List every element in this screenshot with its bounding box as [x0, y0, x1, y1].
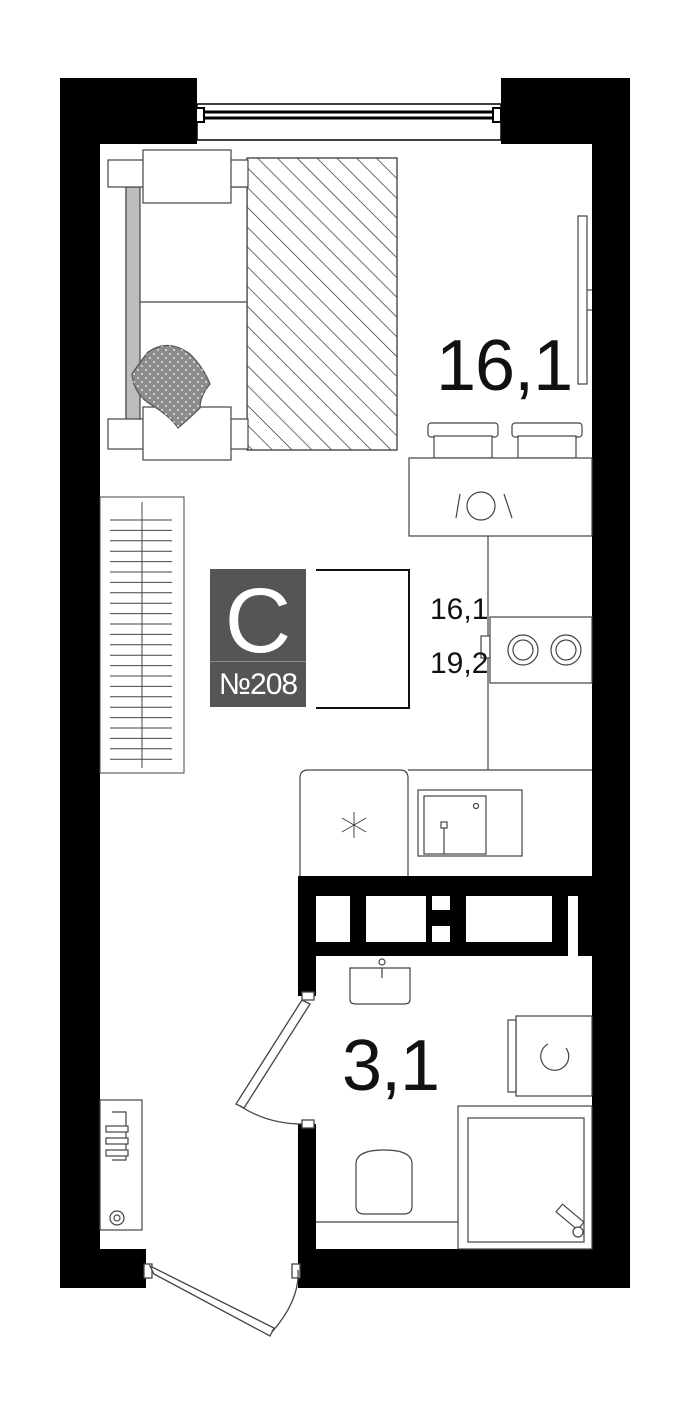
hob-burner-2 — [550, 634, 582, 666]
partition-lower-wall — [298, 1124, 316, 1249]
fridge — [299, 769, 409, 876]
kitchen-counter — [408, 536, 593, 771]
snowflake-icon — [341, 812, 367, 838]
wall-left — [60, 78, 100, 1288]
walls — [60, 78, 630, 1288]
apartment-badge: С №208 16,1 19,2 — [210, 569, 488, 709]
wall-right — [592, 78, 630, 1288]
bathroom-door — [235, 991, 315, 1129]
wall-bottom-right — [298, 1249, 630, 1288]
partition-upper-jamb — [298, 956, 316, 996]
toilet — [316, 1149, 458, 1223]
living-area-value: 16,1 — [430, 593, 489, 626]
electrical-panel — [99, 1099, 143, 1231]
wall-top-right — [501, 78, 630, 144]
hob-burner-1 — [507, 634, 539, 666]
desk — [408, 422, 593, 537]
area-summary-bracket: 16,1 19,2 — [316, 569, 488, 709]
total-area-value: 19,2 — [430, 647, 489, 680]
bathroom-sink — [349, 958, 411, 1005]
wall-top-left — [60, 78, 197, 144]
entrance-door — [143, 1263, 301, 1337]
shower — [457, 1105, 593, 1250]
window — [195, 103, 502, 141]
room-area-bathroom: 3,1 — [342, 1026, 440, 1106]
room-area-living: 16,1 — [436, 326, 573, 406]
wall-bottom-left — [60, 1249, 146, 1288]
apartment-type-box: С №208 — [210, 569, 306, 707]
apartment-number: №208 — [218, 668, 298, 701]
kitchen-sink — [417, 789, 523, 857]
wardrobe — [99, 496, 185, 774]
bed — [107, 149, 398, 461]
apartment-type-letter: С — [224, 570, 292, 672]
tv — [577, 215, 592, 385]
bathroom-partition — [298, 876, 592, 1249]
washing-machine — [507, 1015, 593, 1097]
badge-divider — [210, 661, 306, 662]
